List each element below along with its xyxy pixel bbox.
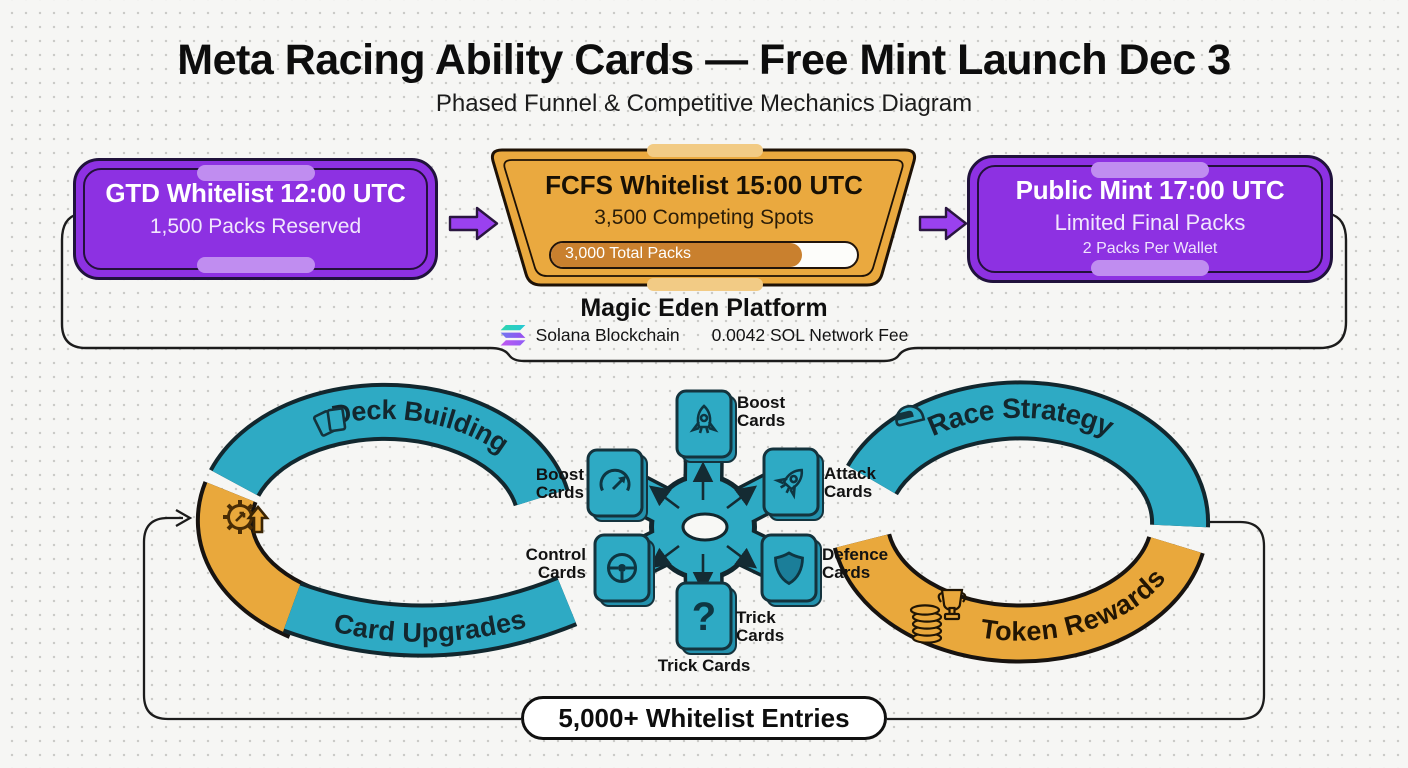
rocket-icon bbox=[689, 404, 719, 434]
progress-label: 3,000 Total Packs bbox=[565, 245, 692, 262]
card-label-trick: Trick Cards bbox=[736, 608, 785, 646]
page-subtitle: Phased Funnel & Competitive Mechanics Di… bbox=[435, 90, 973, 117]
phase-box-public-mint: Public Mint 17:00 UTC Limited Final Pack… bbox=[967, 155, 1333, 283]
funnel-container-outline bbox=[60, 212, 1348, 363]
question-mark-icon: ? bbox=[692, 595, 716, 639]
ability-card-bottom: ? bbox=[675, 581, 737, 655]
phase-note: 2 Packs Per Wallet bbox=[1082, 240, 1218, 257]
cards-icon bbox=[312, 407, 347, 437]
pill-label: 5,000+ Whitelist Entries bbox=[558, 702, 850, 733]
phase-box-gtd: GTD Whitelist 12:00 UTC 1,500 Packs Rese… bbox=[73, 158, 438, 280]
ability-card-lower-right bbox=[760, 533, 822, 607]
helmet-icon bbox=[895, 404, 926, 427]
ability-card-top bbox=[675, 389, 737, 463]
tab-decoration bbox=[1091, 260, 1209, 276]
whitelist-entries-pill: 5,000+ Whitelist Entries bbox=[521, 696, 887, 740]
loop-arrowhead-icon bbox=[175, 509, 193, 527]
trophy-icon bbox=[937, 588, 967, 621]
left-ring bbox=[195, 382, 578, 658]
tab-decoration bbox=[1091, 162, 1209, 178]
tab-decoration bbox=[196, 165, 315, 181]
card-label-attack: Attack Cards bbox=[824, 464, 876, 502]
card-label-boost-top: Boost Cards bbox=[737, 393, 786, 431]
hub-caption-trick-cards: Trick Cards bbox=[657, 656, 751, 675]
gear-upgrade-icon bbox=[223, 500, 270, 534]
platform-title: Magic Eden Platform bbox=[580, 294, 828, 322]
card-label-defence: Defence Cards bbox=[822, 545, 889, 583]
phase-subtitle: 1,500 Packs Reserved bbox=[149, 215, 362, 238]
ability-card-upper-left bbox=[586, 448, 648, 522]
hub-hole bbox=[681, 512, 729, 542]
progress-fill bbox=[551, 243, 802, 267]
network-fee-label: 0.0042 SOL Network Fee bbox=[711, 325, 909, 345]
shield-icon bbox=[774, 551, 804, 586]
platform-details: Solana Blockchain 0.0042 SOL Network Fee bbox=[0, 325, 1408, 346]
gauge-icon bbox=[599, 468, 631, 492]
ability-card-lower-left bbox=[593, 533, 655, 607]
phase-subtitle: 3,500 Competing Spots bbox=[594, 206, 814, 229]
steering-wheel-icon bbox=[607, 553, 637, 583]
card-label-control: Control Cards bbox=[525, 545, 586, 583]
packs-progress-bar: 3,000 Total Packs bbox=[549, 241, 859, 269]
arrow-right-icon bbox=[448, 206, 499, 241]
card-label-boost-left: Boost Cards bbox=[535, 465, 584, 503]
blockchain-label: Solana Blockchain bbox=[535, 325, 680, 345]
arrow-right-icon bbox=[918, 206, 968, 241]
loop-line-right bbox=[887, 520, 1266, 721]
right-ring bbox=[832, 380, 1211, 664]
phase-subtitle: Limited Final Packs bbox=[1054, 210, 1246, 235]
solana-icon bbox=[500, 325, 526, 346]
tab-decoration bbox=[196, 257, 315, 273]
page-title: Meta Racing Ability Cards — Free Mint La… bbox=[177, 36, 1231, 84]
phase-title: GTD Whitelist 12:00 UTC bbox=[105, 178, 406, 208]
loop-line-left bbox=[142, 516, 521, 721]
rocket-icon bbox=[773, 468, 804, 500]
phase-title: FCFS Whitelist 15:00 UTC bbox=[545, 170, 863, 200]
phase-title: Public Mint 17:00 UTC bbox=[1015, 175, 1285, 205]
ability-card-upper-right bbox=[762, 447, 824, 521]
coins-icon bbox=[909, 604, 943, 644]
